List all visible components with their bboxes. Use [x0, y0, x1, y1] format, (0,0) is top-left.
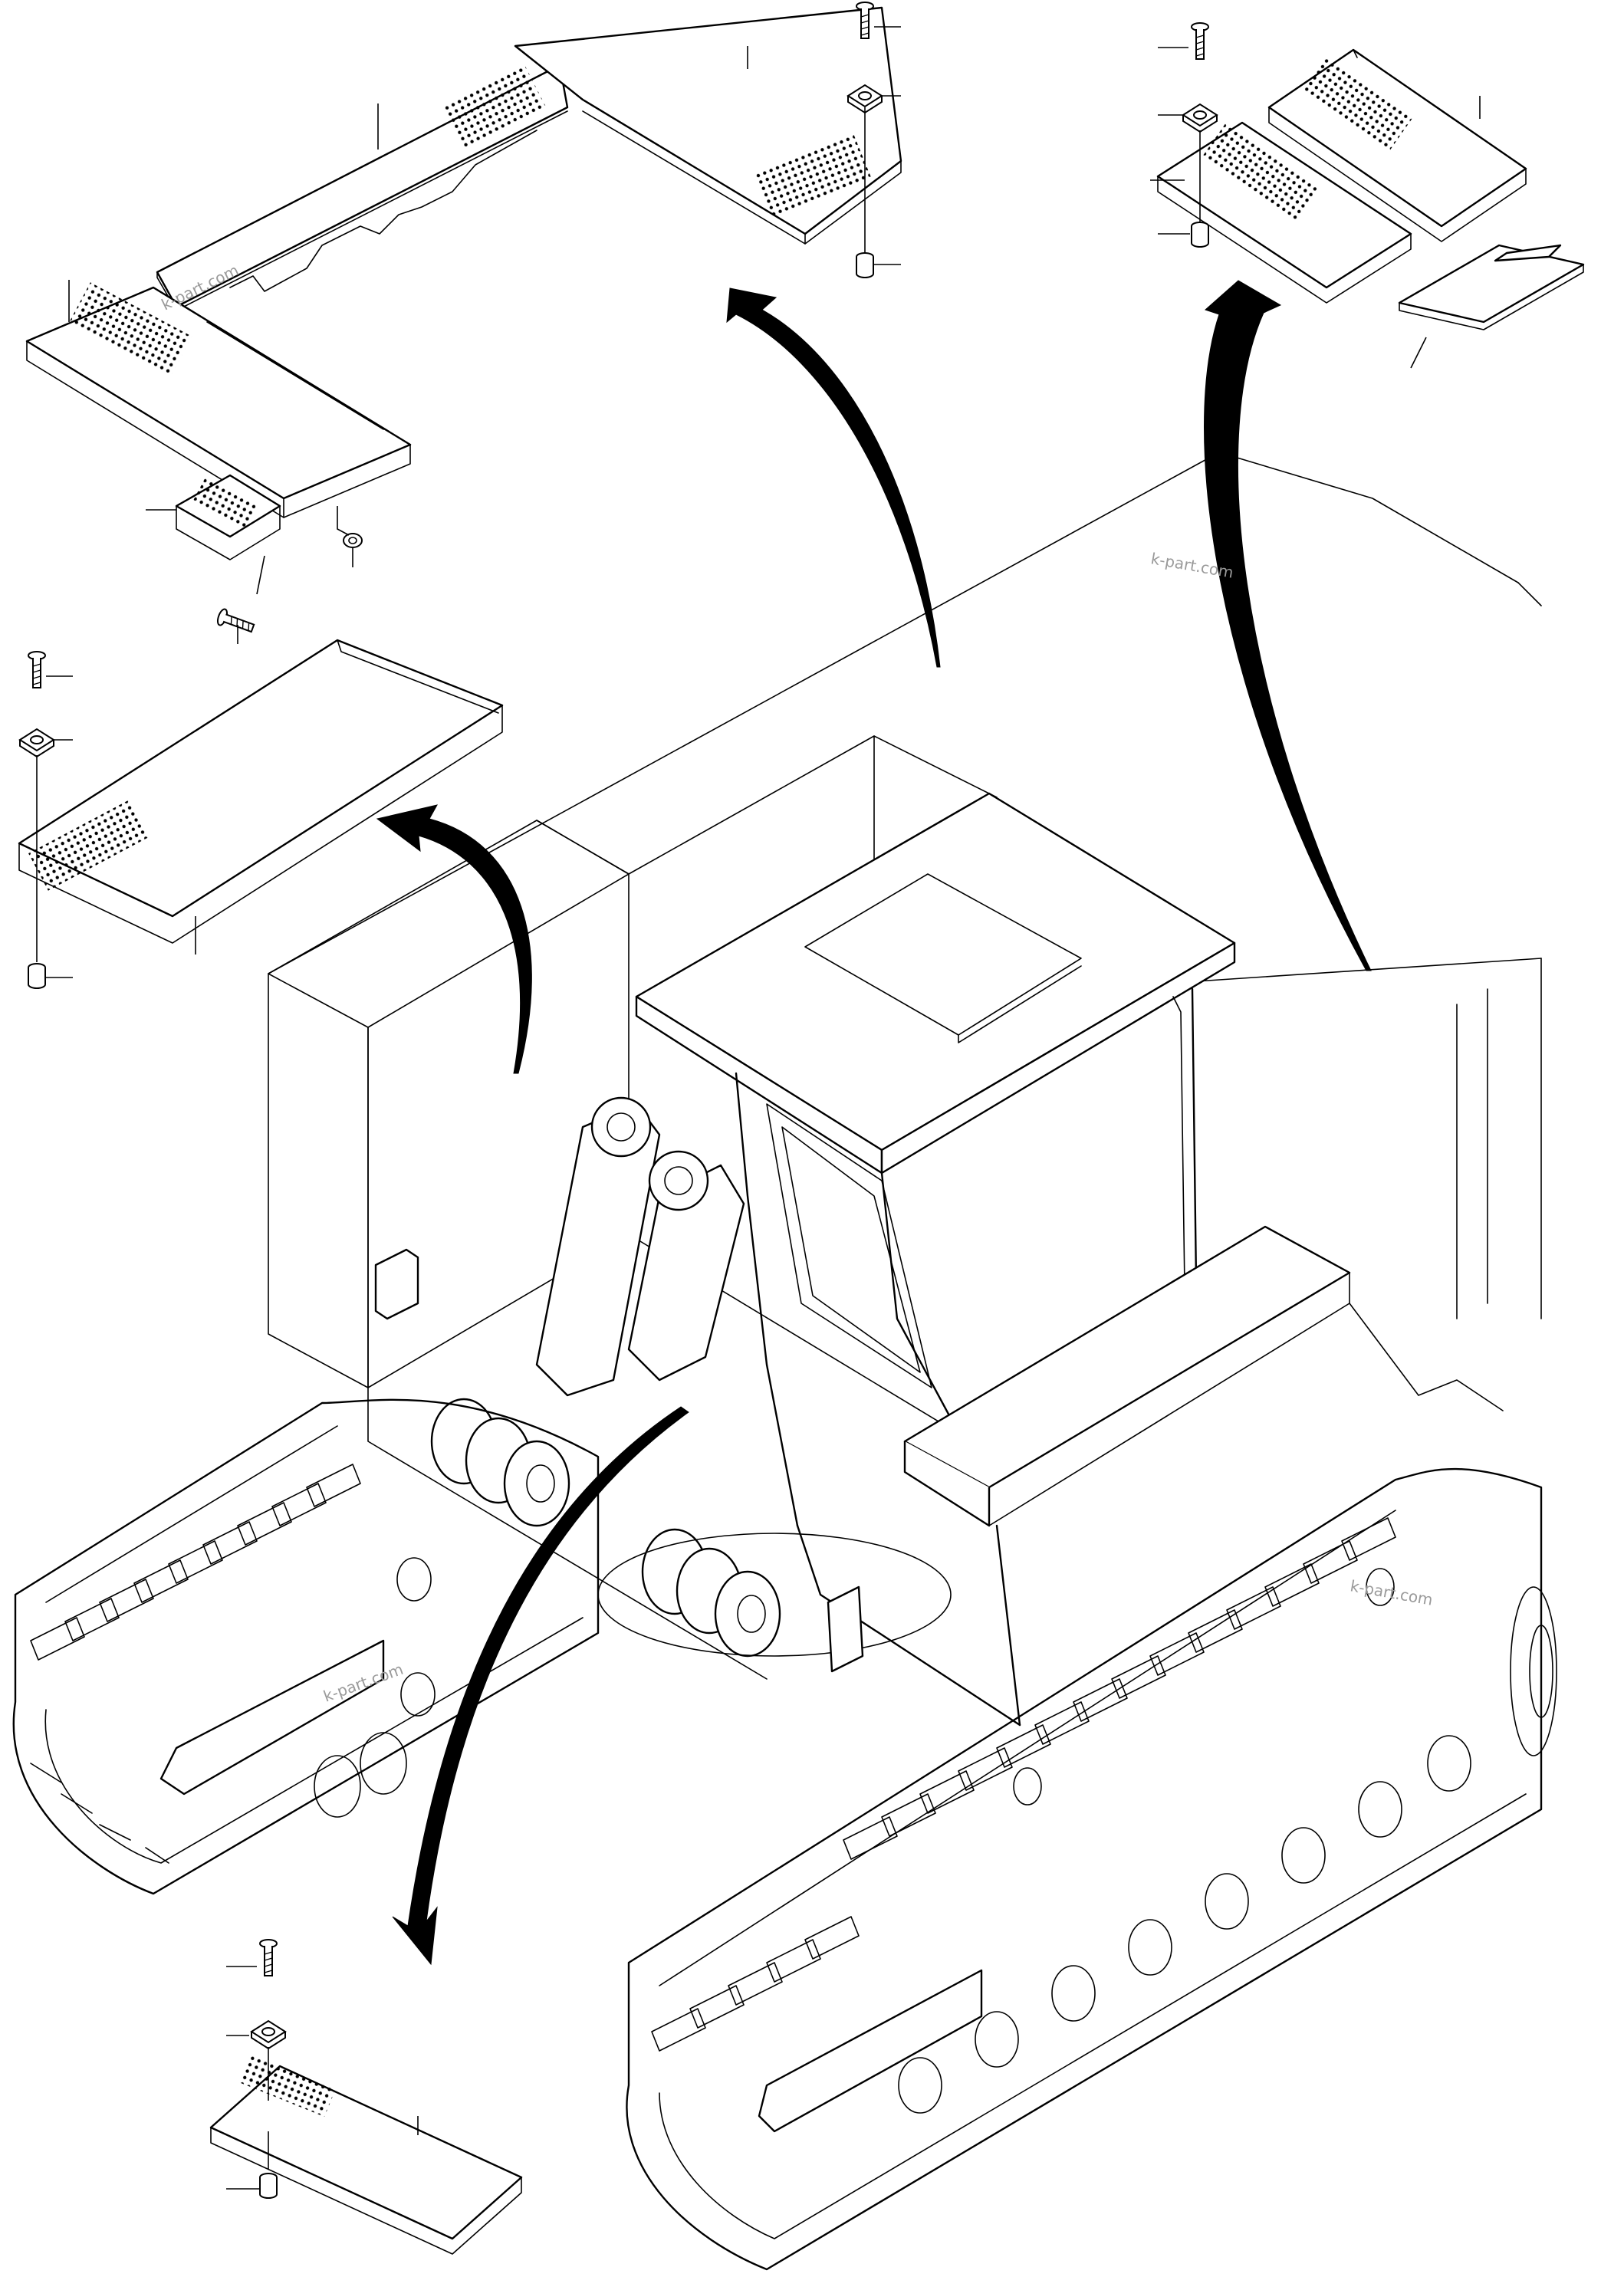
- left-long-panel: [18, 639, 504, 955]
- track-shoes-left: [30, 1464, 361, 1864]
- spacer-icon: [856, 252, 874, 278]
- boom-linkage: [430, 1096, 952, 1673]
- clip-nut-icon: [251, 2020, 286, 2049]
- fasteners-walkway-bracket: [146, 506, 363, 644]
- fasteners-lower-step: [226, 1939, 286, 2199]
- nut-icon: [343, 533, 363, 548]
- arrow-to-top-right-panels: [1204, 280, 1372, 971]
- arrows: [376, 280, 1372, 1966]
- fasteners-top-right: [1158, 22, 1218, 248]
- arrow-to-lower-step: [392, 1406, 689, 1966]
- bolt-icon: [1191, 22, 1209, 60]
- top-right-panel-set: [1156, 48, 1585, 369]
- perforated-area-1: [442, 66, 547, 149]
- roller-cluster-left: [430, 1398, 570, 1527]
- arrow-to-top-walkway: [726, 288, 941, 668]
- fasteners-top-middle: [847, 2, 901, 278]
- top-walkway-panel-assembly: [25, 6, 902, 560]
- roller-cluster-right: [641, 1528, 781, 1658]
- left-crawler-track: [12, 1398, 600, 1895]
- track-shoes-right: [651, 1517, 1396, 2052]
- spacer-icon: [28, 963, 46, 989]
- bolt-icon: [259, 1939, 278, 1976]
- bolt-icon: [28, 651, 46, 688]
- bolt-icon: [215, 606, 257, 637]
- leader-lines: [68, 46, 1481, 2135]
- fasteners-left-panel: [19, 651, 73, 989]
- watermark-text: k-part.com: [1349, 1576, 1434, 1609]
- spacer-icon: [259, 2173, 278, 2199]
- right-crawler-track: [626, 1467, 1557, 2271]
- machine-body: [268, 452, 1542, 1680]
- clip-nut-icon: [19, 728, 54, 757]
- spacer-icon: [1191, 222, 1209, 248]
- lower-step-panel: [209, 2053, 523, 2255]
- arrow-to-left-panel: [376, 804, 532, 1074]
- clip-nut-icon: [1182, 104, 1218, 133]
- operator-cab: [635, 792, 1504, 1727]
